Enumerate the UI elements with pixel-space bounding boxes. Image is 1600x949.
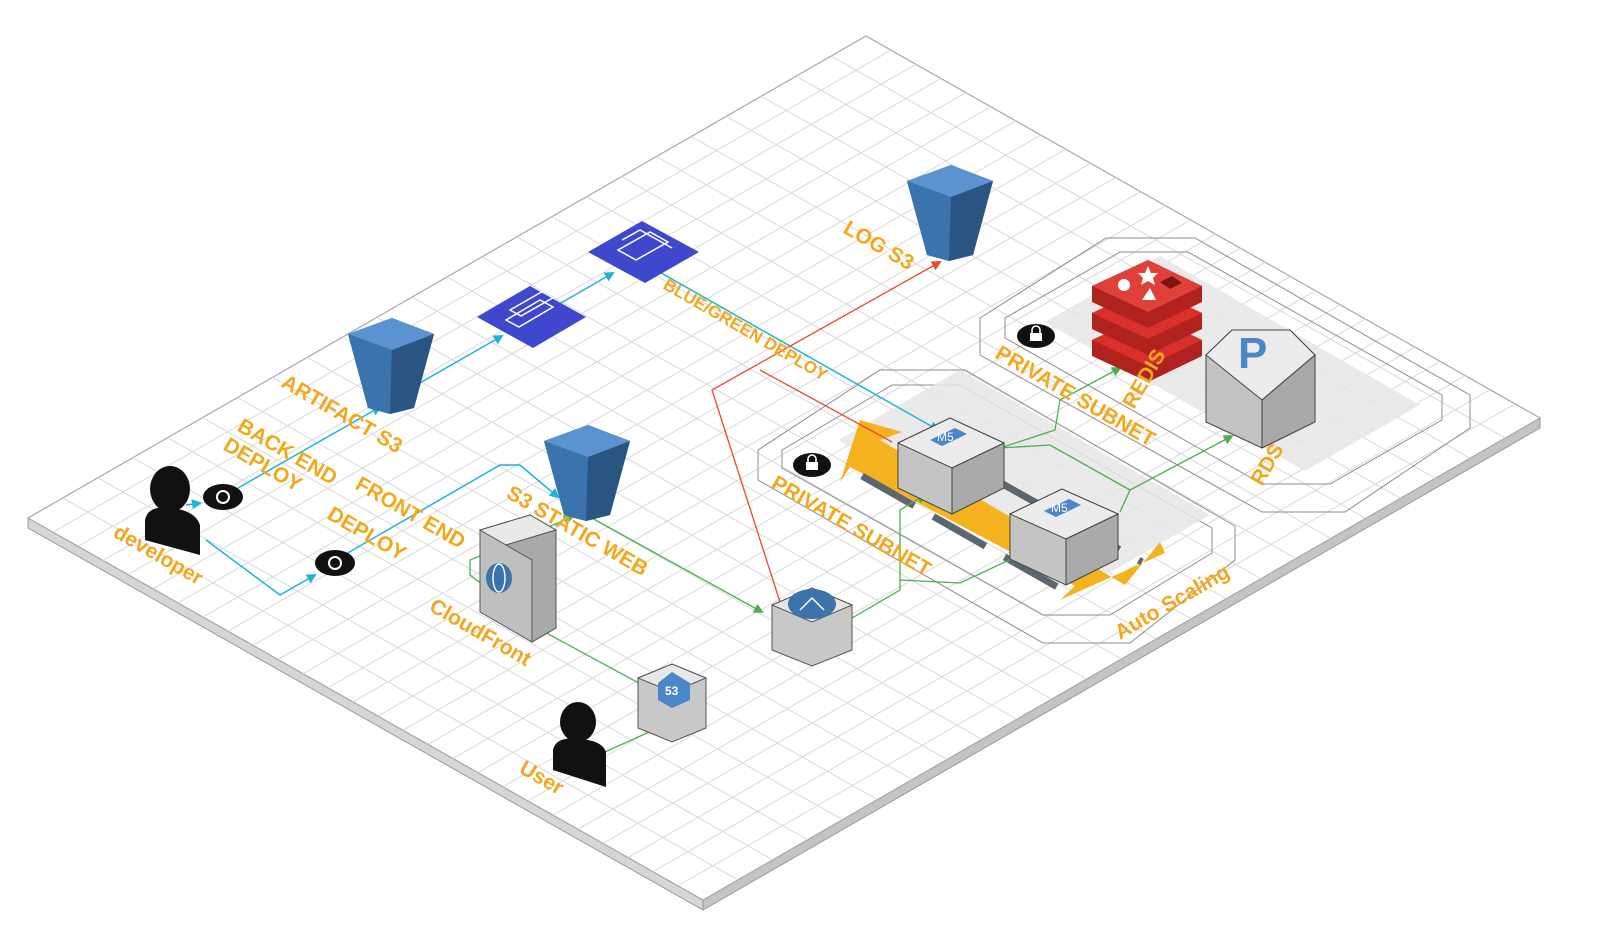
grid-line	[272, 376, 948, 760]
lock-icon-data-subnet	[1017, 324, 1055, 348]
route53-badge: 53	[665, 684, 679, 698]
rds-p-badge: P	[1238, 329, 1267, 378]
grid-line	[132, 457, 808, 841]
route53-icon: 53	[636, 663, 708, 743]
redis-icon	[1092, 260, 1202, 382]
github-frontend-icon	[315, 550, 355, 576]
code-deploy-icon	[588, 221, 699, 283]
code-build-icon	[477, 286, 586, 348]
user-icon	[553, 702, 606, 787]
load-balancer-icon	[770, 587, 854, 667]
grid-line	[411, 296, 1087, 680]
grid-line	[342, 336, 1018, 720]
m5-instance-2-badge: M5	[1051, 501, 1068, 515]
grid-line	[621, 176, 1297, 560]
m5-instance-1-icon: M5	[896, 417, 1006, 515]
grid-line	[237, 397, 913, 780]
developer-icon	[145, 466, 200, 555]
grid-line	[62, 497, 739, 881]
grid-line	[167, 437, 843, 821]
m5-instance-1-badge: M5	[937, 430, 954, 444]
log-s3-bucket-icon	[907, 165, 993, 261]
grid-line	[656, 156, 1331, 539]
grid-line	[307, 356, 983, 740]
cloudfront-icon	[478, 514, 558, 643]
grid-line	[830, 55, 1506, 439]
s3-static-web-bucket-icon	[544, 425, 630, 521]
lock-icon-app-subnet	[793, 453, 831, 477]
m5-instance-2-icon: M5	[1008, 488, 1120, 586]
grid-line	[97, 477, 773, 861]
grid-line	[376, 316, 1052, 700]
rds-icon: P	[1205, 329, 1316, 449]
artifact-s3-bucket-icon	[348, 318, 434, 414]
github-backend-icon	[203, 484, 243, 510]
